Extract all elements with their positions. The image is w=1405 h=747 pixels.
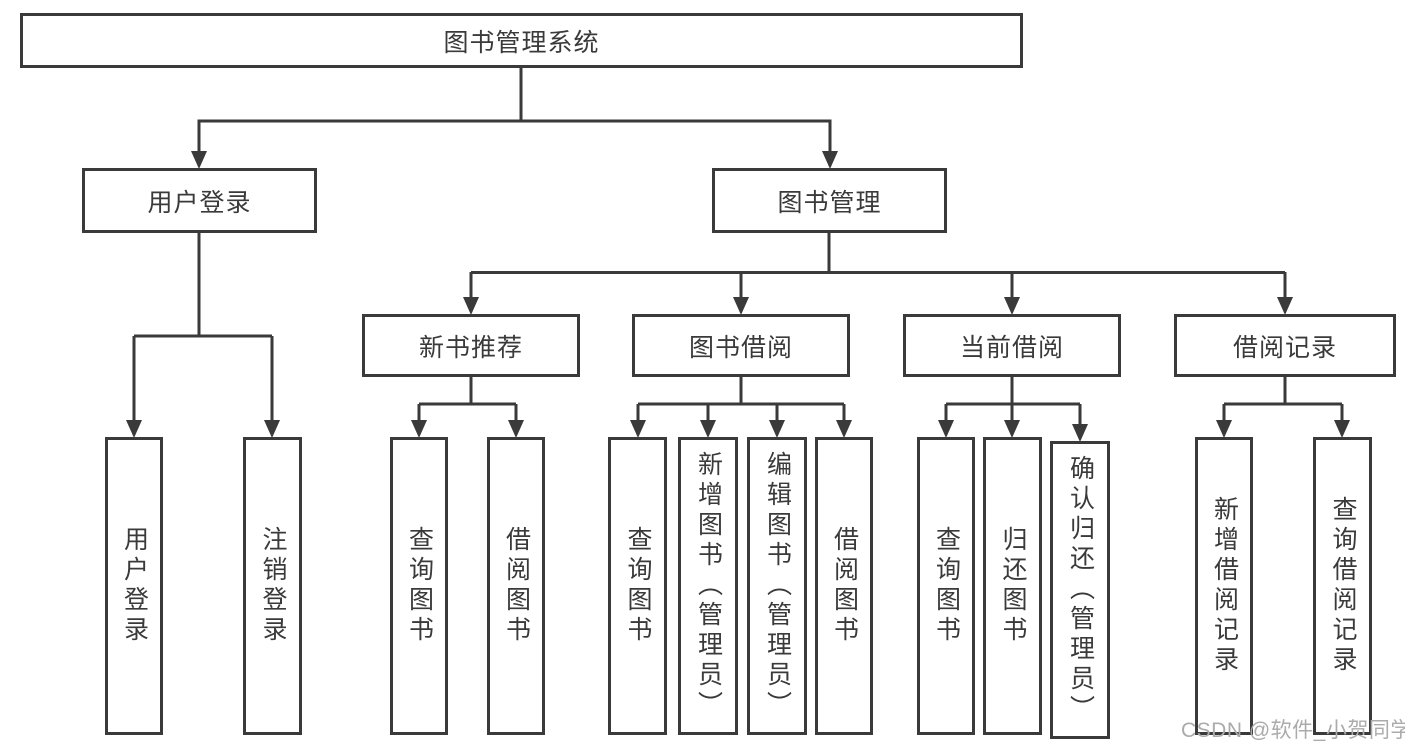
node-current-borrow: 当前借阅 [903,314,1121,377]
arrowhead-icon [733,297,749,315]
leaf-borrow-books: 借阅图书 [815,437,873,735]
arrowhead-icon [1277,297,1293,315]
arrowhead-icon [836,420,852,438]
arrowhead-icon [508,420,524,438]
leaf-label: 用户登录 [120,526,149,646]
leaf-add-book-admin: 新增图书（管理员） [678,437,738,735]
leaf-edit-book-admin: 编辑图书（管理员） [747,437,807,735]
arrowhead-icon [1004,420,1020,438]
leaf-add-borrow-record: 新增借阅记录 [1195,437,1253,735]
leaf-label: 查询图书 [932,526,961,646]
leaf-user-login: 用户登录 [105,437,163,735]
arrowhead-icon [938,420,954,438]
node-root: 图书管理系统 [20,13,1023,68]
node-new-book-recommend: 新书推荐 [362,314,580,377]
leaf-query-books-current: 查询图书 [917,437,975,735]
arrowhead-icon [1072,424,1088,442]
leaf-label: 编辑图书（管理员） [763,451,792,721]
leaf-return-book: 归还图书 [983,437,1042,735]
leaf-label: 归还图书 [999,526,1027,646]
leaf-label: 借阅图书 [830,526,859,646]
leaf-query-books-borrow: 查询图书 [608,437,667,735]
node-book-management: 图书管理 [712,168,947,233]
node-user-login: 用户登录 [82,168,317,233]
arrowhead-icon [463,297,479,315]
node-book-borrow: 图书借阅 [632,314,850,377]
leaf-label: 新增图书（管理员） [694,451,723,721]
arrowhead-icon [264,420,280,438]
arrowhead-icon [769,420,785,438]
arrowhead-icon [411,420,427,438]
arrowhead-icon [1004,297,1020,315]
leaf-label: 借阅图书 [502,526,531,646]
leaf-label: 注销登录 [259,526,287,646]
leaf-query-borrow-record: 查询借阅记录 [1313,437,1372,735]
leaf-label: 查询图书 [624,526,652,646]
arrowhead-icon [822,151,838,169]
leaf-label: 新增借阅记录 [1210,496,1239,676]
arrowhead-icon [630,420,646,438]
arrowhead-icon [1334,420,1350,438]
leaf-query-books-recommend: 查询图书 [390,437,448,735]
node-borrow-records: 借阅记录 [1174,314,1396,377]
arrowhead-icon [700,420,716,438]
arrowhead-icon [126,420,142,438]
watermark: CSDN @软件_小贺同学 [1181,719,1405,742]
leaf-label: 确认归还（管理员） [1066,455,1095,725]
leaf-label: 查询图书 [405,526,434,646]
leaf-label: 查询借阅记录 [1329,496,1357,676]
leaf-confirm-return-admin: 确认归还（管理员） [1050,441,1110,739]
leaf-logout: 注销登录 [243,437,302,735]
leaf-borrow-books-recommend: 借阅图书 [487,437,545,735]
arrowhead-icon [191,151,207,169]
arrowhead-icon [1216,420,1232,438]
